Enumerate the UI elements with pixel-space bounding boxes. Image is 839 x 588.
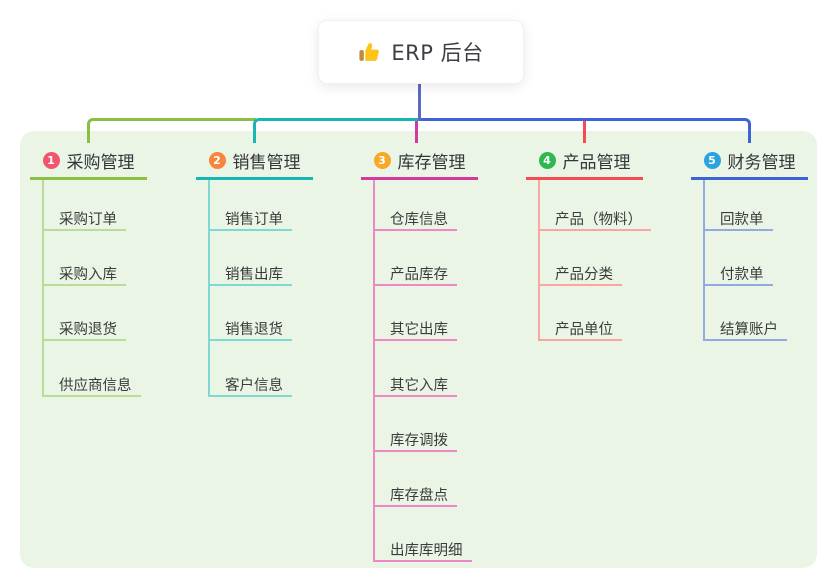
branch-badge-5: 5: [703, 151, 721, 169]
branch-underline-5: [691, 177, 808, 180]
branch-connector-1: [87, 118, 256, 143]
branch-node-3[interactable]: 3 库存管理: [361, 145, 478, 175]
branch-node-2[interactable]: 2 销售管理: [196, 145, 313, 175]
child-node[interactable]: 采购入库: [59, 267, 117, 283]
child-underline: [538, 339, 622, 341]
child-node[interactable]: 库存调拨: [390, 433, 448, 449]
child-node[interactable]: 出库库明细: [390, 543, 463, 559]
child-underline: [42, 229, 126, 231]
branch-child-trunk-2: [208, 180, 210, 397]
child-underline: [208, 339, 292, 341]
branch-node-4[interactable]: 4 产品管理: [526, 145, 643, 175]
root-connector-line: [418, 84, 421, 121]
branch-badge-2: 2: [208, 151, 226, 169]
thumbs-up-icon: [358, 41, 381, 64]
child-underline: [538, 229, 651, 231]
branch-underline-3: [361, 177, 478, 180]
branch-underline-4: [526, 177, 643, 180]
branch-connector-3: [415, 121, 418, 143]
child-underline: [373, 505, 457, 507]
branch-node-label: 财务管理: [727, 152, 796, 173]
child-underline: [42, 284, 126, 286]
child-underline: [373, 284, 457, 286]
child-node[interactable]: 销售出库: [225, 267, 283, 283]
child-underline: [208, 395, 292, 397]
child-node[interactable]: 回款单: [720, 212, 764, 228]
child-underline: [373, 229, 457, 231]
branch-connector-2: [253, 118, 419, 143]
child-underline: [42, 339, 126, 341]
child-underline: [373, 560, 472, 562]
child-node[interactable]: 产品单位: [555, 322, 613, 338]
child-node[interactable]: 其它入库: [390, 378, 448, 394]
child-node[interactable]: 库存盘点: [390, 488, 448, 504]
branch-node-label: 库存管理: [397, 152, 466, 173]
branch-underline-1: [30, 177, 147, 180]
child-node[interactable]: 产品（物料）: [555, 212, 642, 228]
child-node[interactable]: 其它出库: [390, 322, 448, 338]
child-underline: [538, 284, 622, 286]
branch-node-label: 产品管理: [562, 152, 631, 173]
child-underline: [373, 395, 457, 397]
branches-panel: [20, 131, 817, 568]
child-node[interactable]: 产品库存: [390, 267, 448, 283]
branch-badge-3: 3: [373, 151, 391, 169]
root-node[interactable]: ERP 后台: [318, 20, 524, 84]
branch-badge-1: 1: [42, 151, 60, 169]
child-underline: [42, 395, 141, 397]
child-underline: [703, 229, 773, 231]
branch-badge-4: 4: [538, 151, 556, 169]
child-node[interactable]: 客户信息: [225, 378, 283, 394]
branch-connector-5: [419, 118, 751, 143]
branch-node-label: 销售管理: [232, 152, 301, 173]
child-node[interactable]: 产品分类: [555, 267, 613, 283]
child-node[interactable]: 仓库信息: [390, 212, 448, 228]
child-underline: [208, 284, 292, 286]
child-node[interactable]: 采购订单: [59, 212, 117, 228]
branch-child-trunk-5: [703, 180, 705, 342]
branch-underline-2: [196, 177, 313, 180]
child-underline: [373, 339, 457, 341]
child-underline: [703, 284, 773, 286]
child-node[interactable]: 销售订单: [225, 212, 283, 228]
branch-node-5[interactable]: 5 财务管理: [691, 145, 808, 175]
child-underline: [373, 450, 457, 452]
child-node[interactable]: 结算账户: [720, 322, 778, 338]
branch-child-trunk-3: [373, 180, 375, 563]
child-node[interactable]: 付款单: [720, 267, 764, 283]
child-node[interactable]: 采购退货: [59, 322, 117, 338]
child-node[interactable]: 供应商信息: [59, 378, 132, 394]
branch-node-1[interactable]: 1 采购管理: [30, 145, 147, 175]
child-underline: [208, 229, 292, 231]
child-node[interactable]: 销售退货: [225, 322, 283, 338]
root-node-label: ERP 后台: [391, 41, 484, 65]
branch-node-label: 采购管理: [66, 152, 135, 173]
branch-child-trunk-4: [538, 180, 540, 342]
child-underline: [703, 339, 787, 341]
branch-child-trunk-1: [42, 180, 44, 397]
branch-connector-4: [583, 121, 586, 143]
